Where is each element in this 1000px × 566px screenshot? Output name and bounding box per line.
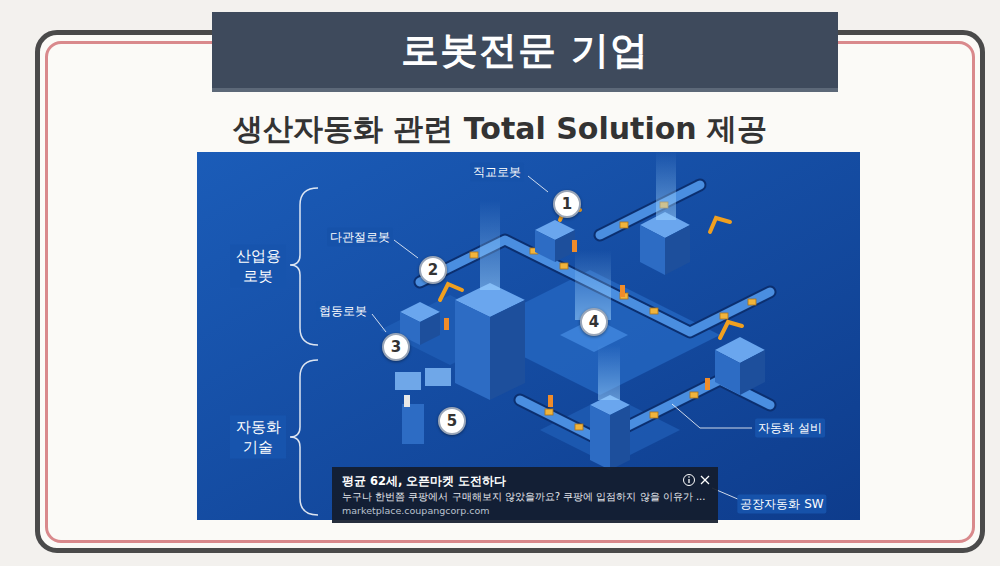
callout-number: 3 — [382, 333, 410, 361]
part-label: 공장자동화 SW — [737, 495, 826, 514]
group-label: 자동화 기술 — [230, 416, 286, 459]
part-label: 자동화 설비 — [755, 419, 825, 438]
callout-text: 1 — [562, 197, 572, 212]
ad-close-icons — [682, 473, 712, 487]
callout-text: 5 — [447, 414, 457, 429]
ad-headline: 평균 62세, 오픈마켓 도전하다 — [342, 473, 708, 489]
slide-title: 로봇전문 기업 — [401, 25, 649, 76]
group-label: 산업용 로봇 — [230, 245, 286, 288]
callout-text: 3 — [391, 340, 401, 355]
callout-text: 4 — [589, 315, 599, 330]
part-label: 다관절로봇 — [327, 228, 393, 247]
title-banner: 로봇전문 기업 — [212, 12, 838, 88]
ad-url: marketplace.coupangcorp.com — [342, 504, 708, 518]
callout-number: 2 — [419, 256, 447, 284]
ad-banner: 평균 62세, 오픈마켓 도전하다누구나 한번쯤 쿠팡에서 구매해보지 않았을까… — [332, 467, 718, 523]
ad-body-text: 누구나 한번쯤 쿠팡에서 구매해보지 않았을까요? 쿠팡에 입점하지 않을 이유… — [342, 489, 708, 504]
callout-number: 4 — [580, 308, 608, 336]
callout-number: 5 — [438, 407, 466, 435]
callout-number: 1 — [553, 190, 581, 218]
callout-text: 2 — [428, 263, 438, 278]
part-label: 협동로봇 — [316, 302, 370, 321]
part-label: 직교로봇 — [470, 163, 524, 182]
subtitle: 생산자동화 관련 Total Solution 제공 — [233, 109, 767, 150]
